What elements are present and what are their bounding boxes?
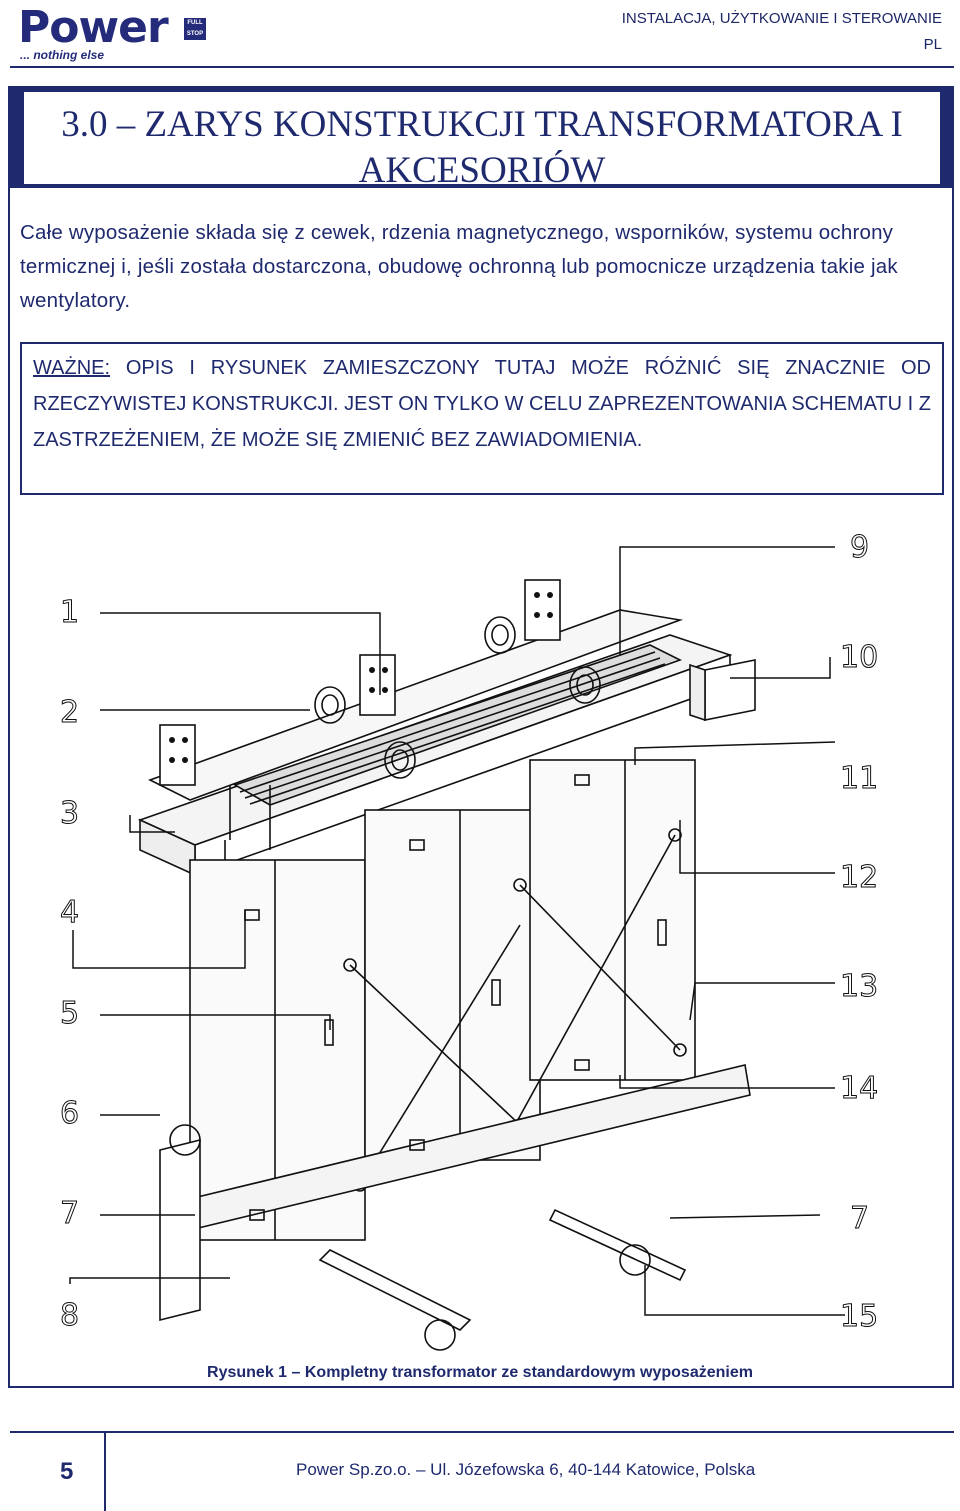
callout-right-10: 10 xyxy=(840,640,878,675)
callout-right-14: 14 xyxy=(840,1071,878,1106)
callout-right-9: 9 xyxy=(850,530,869,565)
header-section-title: INSTALACJA, UŻYTKOWANIE I STEROWANIE xyxy=(621,10,942,27)
intro-paragraph: Całe wyposażenie składa się z cewek, rdz… xyxy=(20,221,898,312)
content-frame xyxy=(8,86,954,1388)
title-band: 3.0 – ZARYS KONSTRUKCJI TRANSFORMATORA I… xyxy=(10,88,952,191)
figure-caption: Rysunek 1 – Kompletny transformator ze s… xyxy=(207,1364,753,1381)
callout-left-6: 6 xyxy=(60,1096,79,1131)
callout-right-11: 11 xyxy=(840,761,878,796)
header-divider xyxy=(10,66,954,68)
callout-left-1: 1 xyxy=(60,595,79,630)
warning-notice: WAŻNE: OPIS I RYSUNEK ZAMIESZCZONY TUTAJ… xyxy=(20,342,944,495)
callout-left-3: 3 xyxy=(60,796,79,831)
logo-badge: FULL STOP xyxy=(184,18,206,40)
logo-wordmark: Power xyxy=(18,2,169,53)
footer-separator xyxy=(104,1431,106,1511)
logo-tagline: ... nothing else xyxy=(20,48,105,62)
company-logo: Power FULL STOP ... nothing else xyxy=(14,2,206,62)
callout-left-2: 2 xyxy=(60,695,79,730)
page-title: 3.0 – ZARYS KONSTRUKCJI TRANSFORMATORA I… xyxy=(61,104,903,191)
footer-address: Power Sp.zo.o. – Ul. Józefowska 6, 40-14… xyxy=(296,1460,756,1479)
callout-right-7: 7 xyxy=(850,1201,869,1236)
callout-right-13: 13 xyxy=(840,969,878,1004)
footer-divider xyxy=(10,1431,954,1433)
warning-label: WAŻNE: xyxy=(33,357,111,379)
callout-right-15: 15 xyxy=(840,1299,878,1334)
callout-left-5: 5 xyxy=(60,996,79,1031)
callout-left-4: 4 xyxy=(60,895,79,930)
callout-left-8: 8 xyxy=(60,1298,79,1333)
callout-left-7: 7 xyxy=(60,1196,79,1231)
warning-text: OPIS I RYSUNEK ZAMIESZCZONY TUTAJ MOŻE R… xyxy=(33,357,931,451)
header-language: PL xyxy=(923,36,942,53)
page-number: 5 xyxy=(60,1458,74,1485)
callout-right-12: 12 xyxy=(840,860,878,895)
transformer-drawing: 1 2 3 4 5 6 7 8 9 10 11 12 13 14 7 15 xyxy=(60,530,879,1351)
header-section: INSTALACJA, UŻYTKOWANIE I STEROWANIE PL xyxy=(622,6,942,58)
